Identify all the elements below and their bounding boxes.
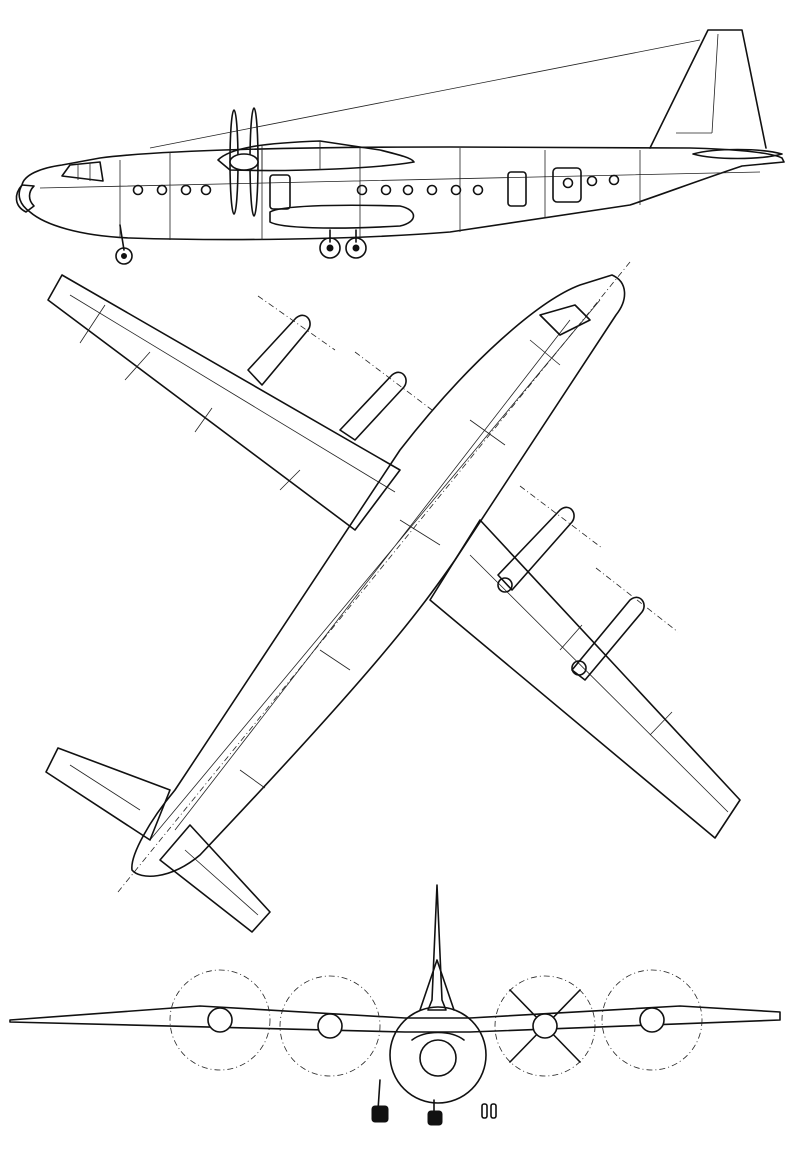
top-tail-left <box>45 747 171 841</box>
top-view <box>45 261 741 933</box>
side-engine-nacelle <box>217 140 415 172</box>
side-horizontal-tail <box>692 148 783 160</box>
side-door-front <box>269 174 291 210</box>
front-view <box>9 884 781 1126</box>
front-propellers <box>169 969 703 1077</box>
front-landing-gear <box>371 1079 497 1126</box>
side-fuselage <box>18 146 785 241</box>
top-centerline <box>117 261 631 893</box>
top-wing-upper <box>47 274 401 531</box>
top-wing-lower <box>429 519 741 839</box>
side-wing <box>269 204 415 229</box>
side-landing-gear <box>115 224 367 265</box>
side-view <box>15 29 785 265</box>
top-nacelles <box>247 295 679 681</box>
top-cockpit <box>539 304 591 336</box>
side-cabin-windows <box>132 174 620 196</box>
top-tail-right <box>159 824 271 933</box>
side-door-mid <box>507 171 527 207</box>
side-door-rear <box>552 167 582 203</box>
side-propellers <box>229 107 259 217</box>
side-tail-fin <box>649 29 767 149</box>
front-fuselage <box>389 1006 487 1104</box>
front-wing <box>9 1005 781 1033</box>
front-fin <box>427 884 447 1011</box>
top-fuselage <box>131 274 626 878</box>
side-cockpit-windows <box>61 161 104 182</box>
